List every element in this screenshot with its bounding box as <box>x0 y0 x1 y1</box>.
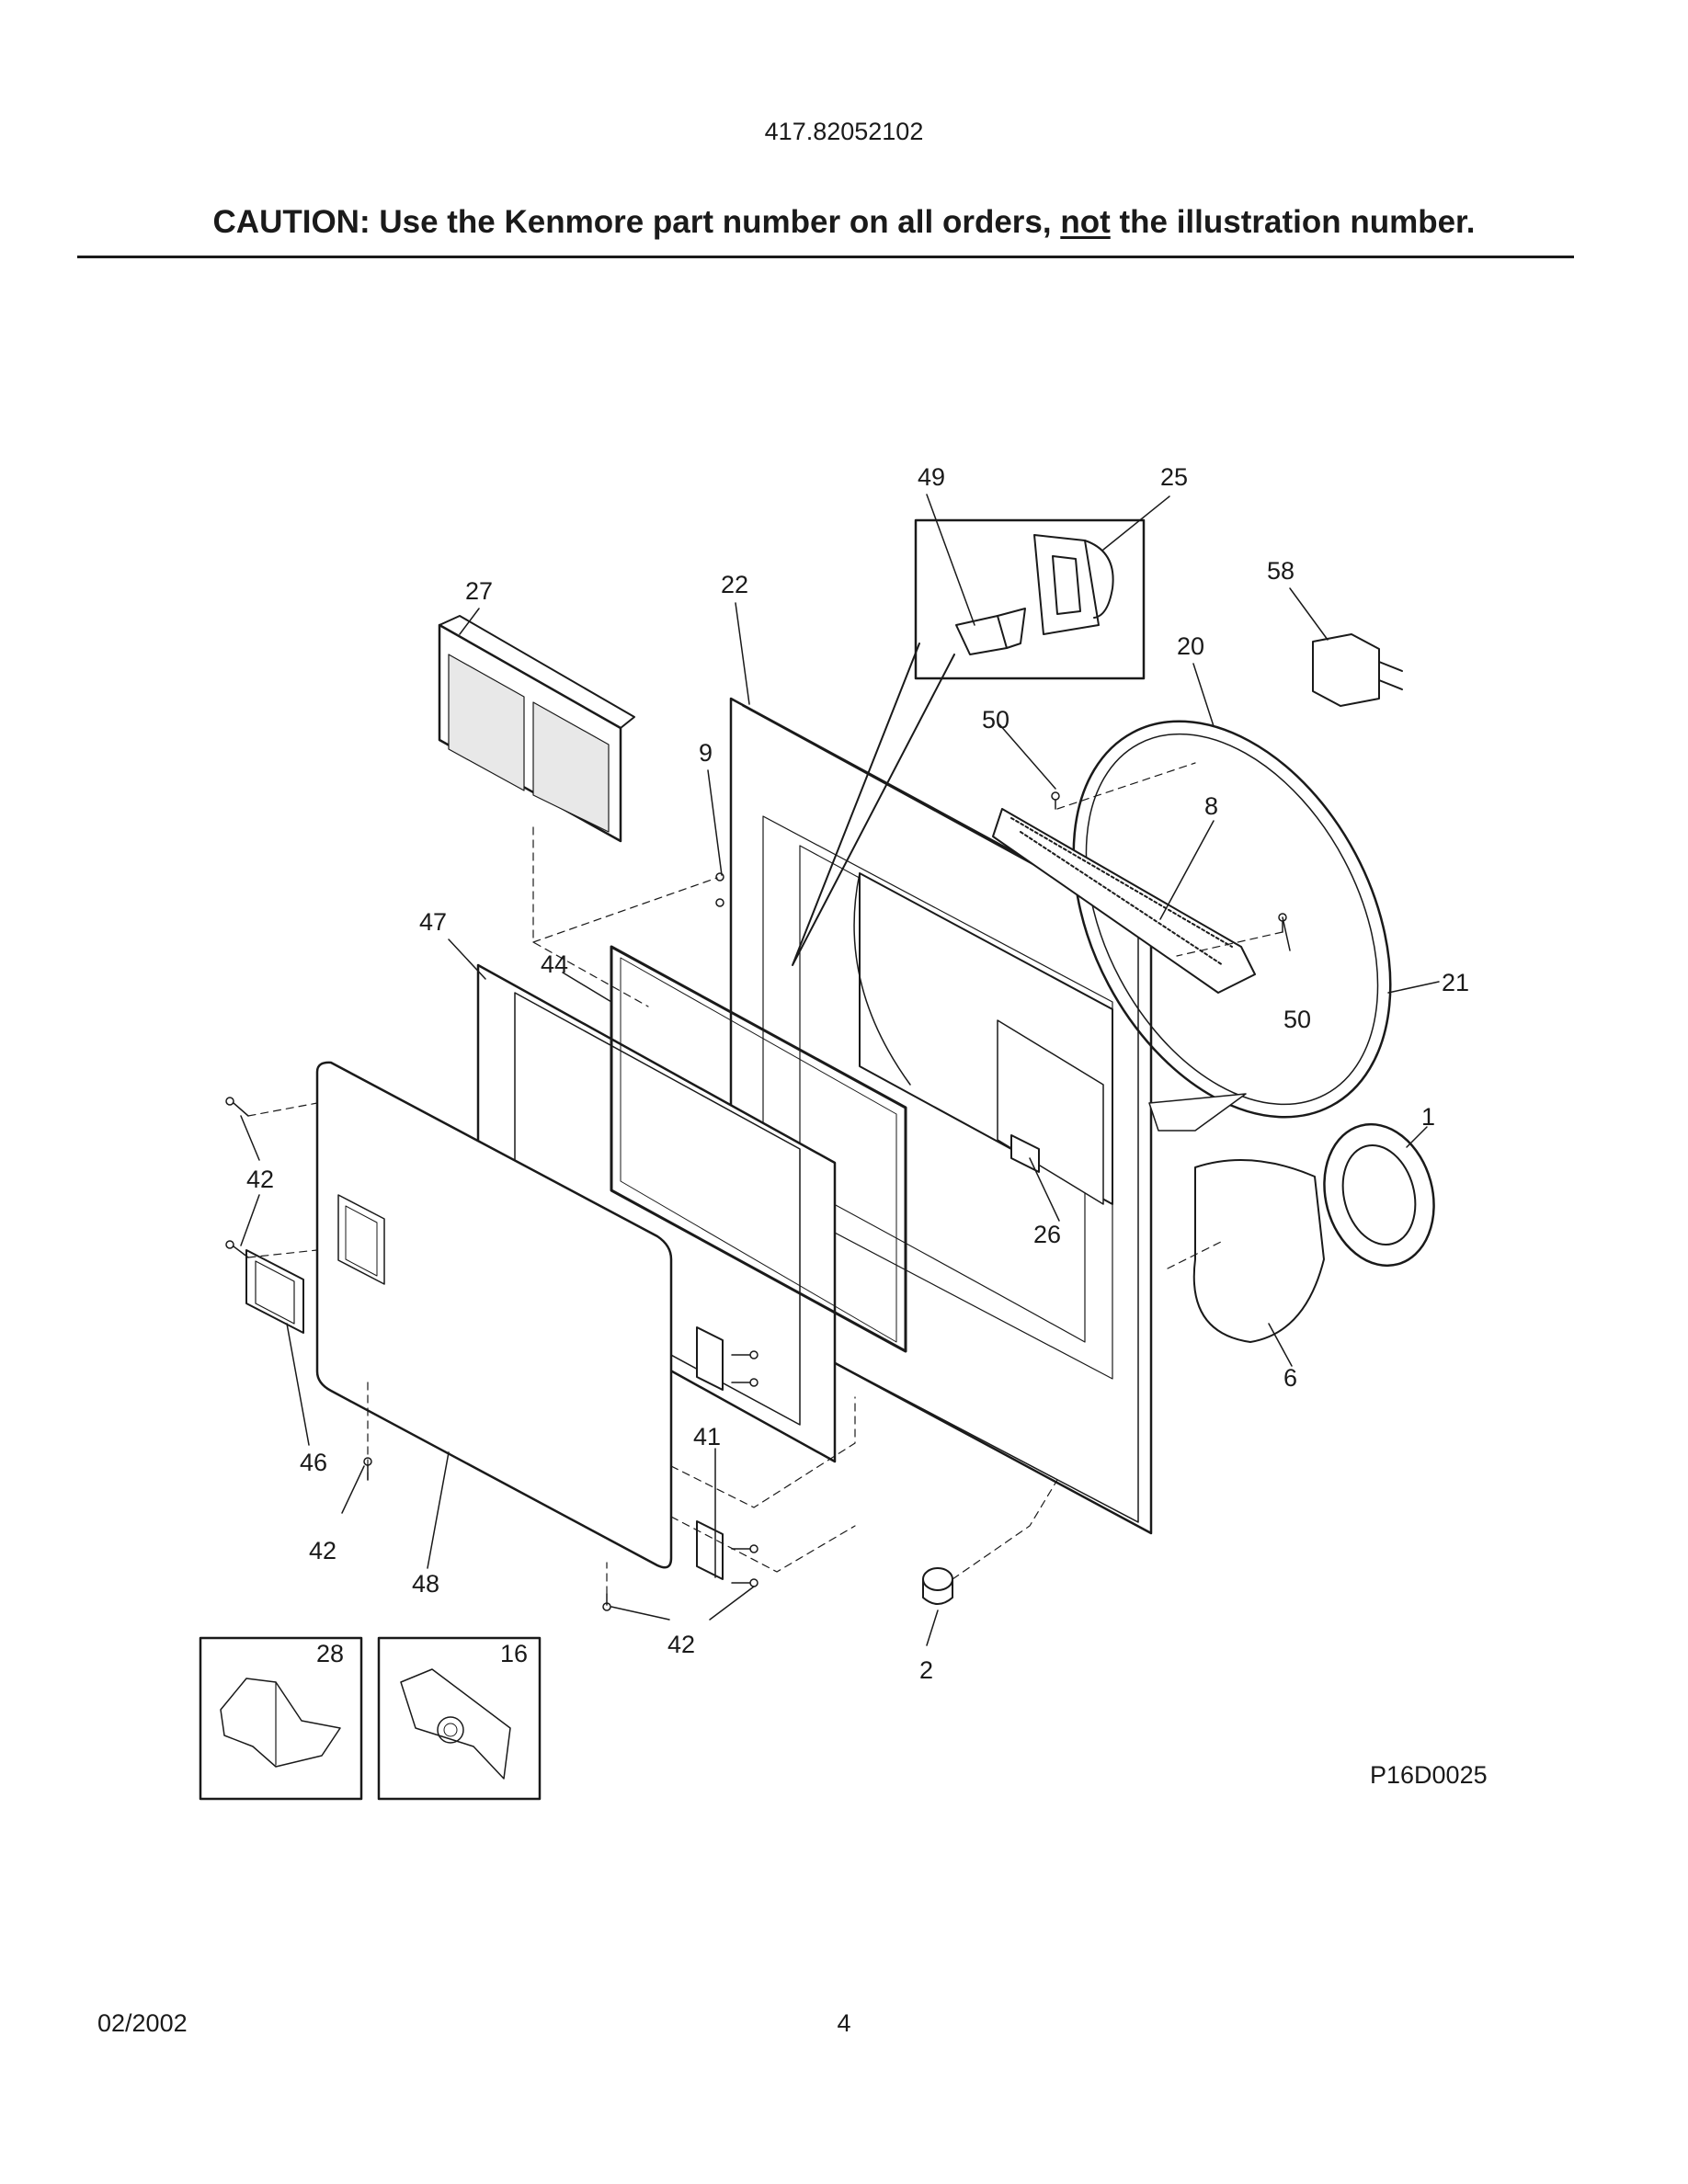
footer-date: 02/2002 <box>97 2009 188 2037</box>
caution-prefix: CAUTION: Use the Kenmore part number on … <box>212 204 1061 240</box>
callout-49: 49 <box>918 463 945 491</box>
door-panel <box>315 1061 673 1569</box>
caution-notice: CAUTION: Use the Kenmore part number on … <box>0 204 1688 241</box>
lint-housing <box>992 808 1256 994</box>
callout-21: 21 <box>1442 969 1469 996</box>
hinges <box>696 1326 724 1580</box>
leveling-leg <box>922 1567 953 1605</box>
part-16-box <box>377 1636 542 1801</box>
page-number: 4 <box>837 2009 851 2037</box>
callout-26: 26 <box>1033 1221 1061 1248</box>
callout-42-bottom: 42 <box>667 1631 695 1658</box>
thermostat <box>1312 633 1403 707</box>
latch-inset <box>792 518 1146 966</box>
callout-46: 46 <box>300 1449 327 1476</box>
exhaust-duct <box>1192 1122 1435 1343</box>
callout-16: 16 <box>500 1640 528 1667</box>
callout-8: 8 <box>1204 792 1218 820</box>
callout-42-left: 42 <box>246 1166 274 1193</box>
callout-50-right: 50 <box>1283 1006 1311 1033</box>
callout-1: 1 <box>1421 1103 1435 1131</box>
callout-20: 20 <box>1177 632 1204 660</box>
caution-suffix: the illustration number. <box>1110 204 1476 240</box>
caution-emphasis: not <box>1060 204 1111 240</box>
callout-2: 2 <box>919 1656 933 1684</box>
callout-47: 47 <box>419 908 447 936</box>
model-number: 417.82052102 <box>764 118 924 145</box>
callout-25: 25 <box>1160 463 1188 491</box>
callout-22: 22 <box>721 571 748 598</box>
callout-6: 6 <box>1283 1364 1297 1392</box>
callout-27: 27 <box>465 577 493 605</box>
drum-seal <box>1072 720 1392 1119</box>
callout-28: 28 <box>316 1640 344 1667</box>
header-divider <box>77 256 1574 258</box>
callout-50-top: 50 <box>982 706 1009 734</box>
leader-lines <box>240 494 1440 1646</box>
alignment-lines <box>247 762 1283 1595</box>
callout-42-bottom-left: 42 <box>309 1537 336 1564</box>
inner-duct <box>997 1019 1247 1205</box>
callout-58: 58 <box>1267 557 1295 585</box>
part-28-box <box>199 1636 363 1801</box>
filter-grille <box>438 615 635 843</box>
callout-48: 48 <box>412 1570 439 1598</box>
callout-44: 44 <box>541 950 568 978</box>
door-handle <box>245 1249 304 1334</box>
callout-41: 41 <box>693 1423 721 1450</box>
callout-9: 9 <box>699 739 713 767</box>
drawing-code: P16D0025 <box>1370 1761 1488 1789</box>
